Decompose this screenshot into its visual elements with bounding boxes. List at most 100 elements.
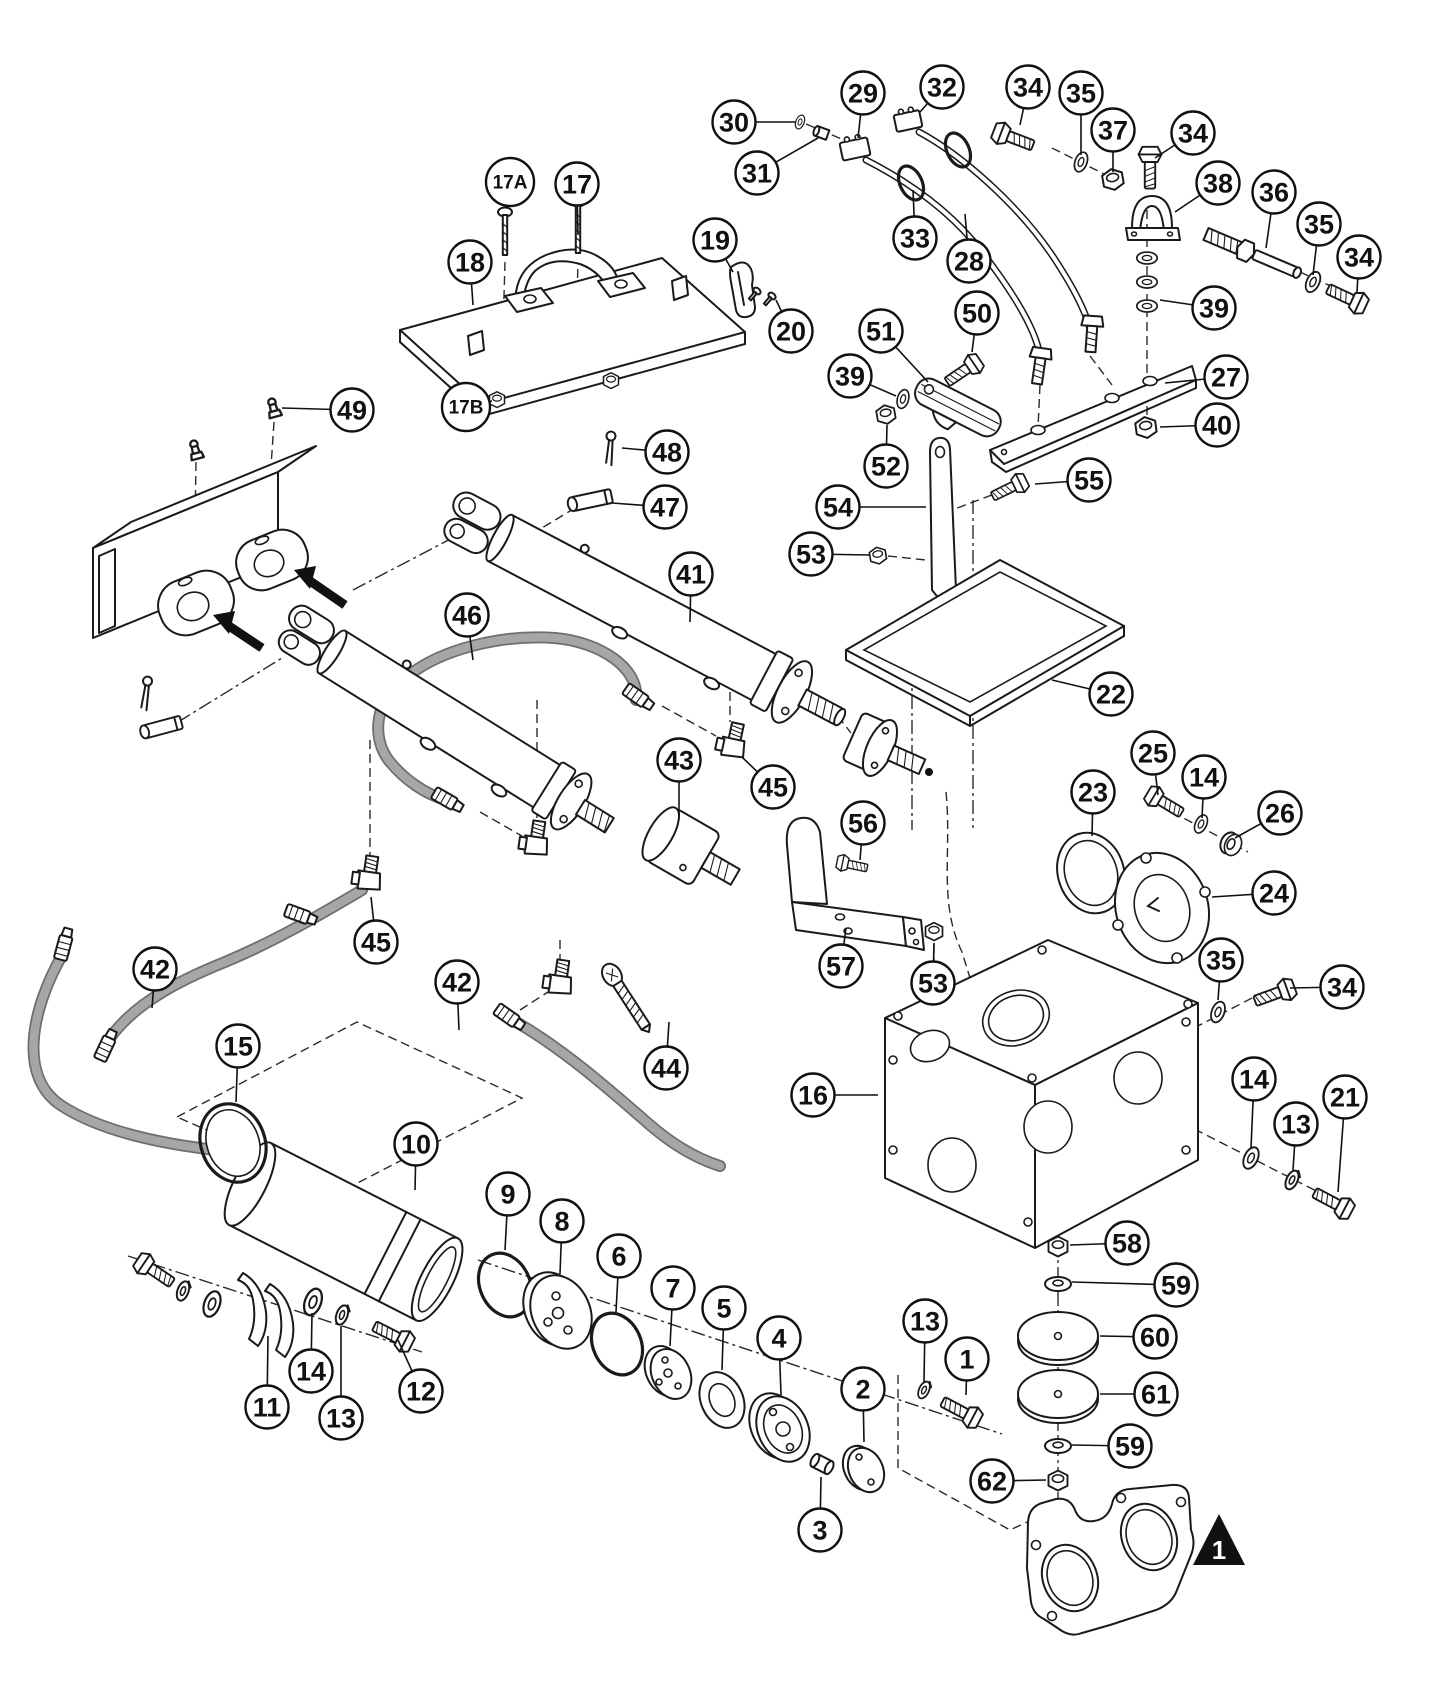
callout-number: 36 bbox=[1259, 177, 1289, 207]
callout-29: 29 bbox=[840, 70, 886, 139]
callout-number: 23 bbox=[1078, 777, 1108, 807]
nut-53 bbox=[924, 921, 944, 942]
callout-34: 34 bbox=[1289, 964, 1365, 1010]
callout-number: 41 bbox=[676, 559, 706, 589]
bolt bbox=[130, 1249, 180, 1294]
hydraulic-cylinder-41 bbox=[443, 491, 847, 727]
callout-40: 40 bbox=[1159, 402, 1240, 448]
callout-9: 9 bbox=[485, 1171, 531, 1251]
nut-52 bbox=[874, 402, 898, 427]
callout-balloon bbox=[1257, 790, 1303, 836]
callout-balloon bbox=[1181, 754, 1227, 800]
callout-number: 49 bbox=[337, 395, 367, 425]
callout-13: 13 bbox=[318, 1326, 364, 1441]
callout-13: 13 bbox=[902, 1298, 948, 1383]
callout-number: 55 bbox=[1074, 465, 1104, 495]
callout-number: 43 bbox=[664, 745, 694, 775]
callout-25: 25 bbox=[1130, 730, 1176, 796]
callout-10: 10 bbox=[393, 1121, 439, 1191]
callout-17A: 17A bbox=[484, 156, 536, 209]
lock-washer bbox=[173, 1277, 194, 1304]
callout-balloon bbox=[643, 1045, 689, 1091]
callout-34: 34 bbox=[1154, 110, 1216, 159]
callout-balloon bbox=[288, 1348, 334, 1394]
callout-number: 31 bbox=[742, 158, 772, 188]
callout-28: 28 bbox=[946, 213, 992, 284]
piston-8 bbox=[522, 1271, 593, 1350]
bolt-34 bbox=[988, 118, 1038, 158]
warning-flag: 1 bbox=[1193, 1514, 1245, 1565]
bolt-56 bbox=[834, 852, 870, 877]
callout-number: 7 bbox=[665, 1273, 680, 1303]
o-ring-6 bbox=[589, 1311, 645, 1377]
callout-balloon bbox=[1090, 107, 1136, 153]
callout-18: 18 bbox=[447, 239, 493, 306]
callout-44: 44 bbox=[643, 1021, 689, 1091]
bolt-34-vertical bbox=[1137, 145, 1163, 190]
callout-number: 52 bbox=[871, 451, 901, 481]
latch-19 bbox=[729, 261, 756, 319]
cap-2 bbox=[841, 1444, 886, 1494]
callout-balloon bbox=[1170, 110, 1216, 156]
callout-1: 1 bbox=[944, 1336, 990, 1396]
warning-number: 1 bbox=[1212, 1535, 1226, 1565]
callout-52: 52 bbox=[863, 424, 909, 489]
hose-clamp-ring bbox=[896, 164, 926, 202]
callout-number: 46 bbox=[452, 600, 482, 630]
washer-5 bbox=[698, 1371, 746, 1429]
callout-balloon bbox=[393, 1121, 439, 1167]
bracket-57 bbox=[785, 816, 925, 951]
callout-31: 31 bbox=[734, 137, 819, 196]
callout-balloon bbox=[815, 484, 861, 530]
callout-46: 46 bbox=[444, 592, 490, 661]
callout-53: 53 bbox=[788, 531, 871, 577]
grease-zerk-49 bbox=[185, 437, 206, 462]
washer-59 bbox=[1044, 1276, 1072, 1292]
callout-61: 61 bbox=[1100, 1371, 1179, 1417]
callout-36: 36 bbox=[1251, 169, 1297, 249]
callout-balloon bbox=[554, 161, 600, 207]
callout-balloon bbox=[892, 215, 938, 261]
hose-end-fitting bbox=[1025, 345, 1054, 387]
callout-43: 43 bbox=[656, 737, 702, 815]
bolt-50 bbox=[940, 350, 987, 392]
callout-number: 13 bbox=[910, 1306, 940, 1336]
washer-30 bbox=[792, 113, 808, 131]
elbow-fitting-45 bbox=[540, 956, 577, 997]
frame-22 bbox=[845, 559, 1125, 728]
bolt-34 bbox=[1322, 277, 1372, 318]
callout-59: 59 bbox=[1071, 1423, 1153, 1469]
callout-30: 30 bbox=[711, 99, 795, 145]
end-cap-4 bbox=[748, 1392, 811, 1463]
callout-number: 47 bbox=[650, 492, 680, 522]
o-ring-9 bbox=[476, 1251, 534, 1319]
callout-17B: 17B bbox=[440, 381, 493, 433]
callout-number: 13 bbox=[326, 1403, 356, 1433]
callout-balloon bbox=[668, 551, 714, 597]
nut-17B bbox=[488, 391, 506, 409]
lock-washer-35 bbox=[1207, 998, 1229, 1026]
callout-number: 10 bbox=[401, 1129, 431, 1159]
callout-balloon bbox=[1088, 671, 1134, 717]
callout-number: 3 bbox=[812, 1515, 827, 1545]
callout-number: 24 bbox=[1259, 878, 1289, 908]
nut-58 bbox=[1047, 1235, 1069, 1258]
callout-12: 12 bbox=[397, 1339, 444, 1414]
o-ring-15 bbox=[198, 1102, 268, 1184]
callout-number: 35 bbox=[1206, 945, 1236, 975]
callout-27: 27 bbox=[1164, 354, 1249, 400]
lock-washer-13 bbox=[1281, 1166, 1304, 1193]
callout-number: 48 bbox=[652, 437, 682, 467]
callout-number: 29 bbox=[848, 78, 878, 108]
callout-16: 16 bbox=[790, 1072, 878, 1118]
callout-balloon bbox=[1058, 70, 1104, 116]
warning-triangle-icon bbox=[1193, 1514, 1245, 1565]
callout-19: 19 bbox=[692, 217, 738, 273]
callout-balloon bbox=[1251, 169, 1297, 215]
handle-17 bbox=[504, 248, 646, 313]
callout-22: 22 bbox=[1051, 671, 1134, 717]
bolt-12 bbox=[368, 1314, 418, 1357]
callout-6: 6 bbox=[596, 1233, 642, 1313]
callout-balloon bbox=[827, 353, 873, 399]
callout-balloon bbox=[1296, 201, 1342, 247]
